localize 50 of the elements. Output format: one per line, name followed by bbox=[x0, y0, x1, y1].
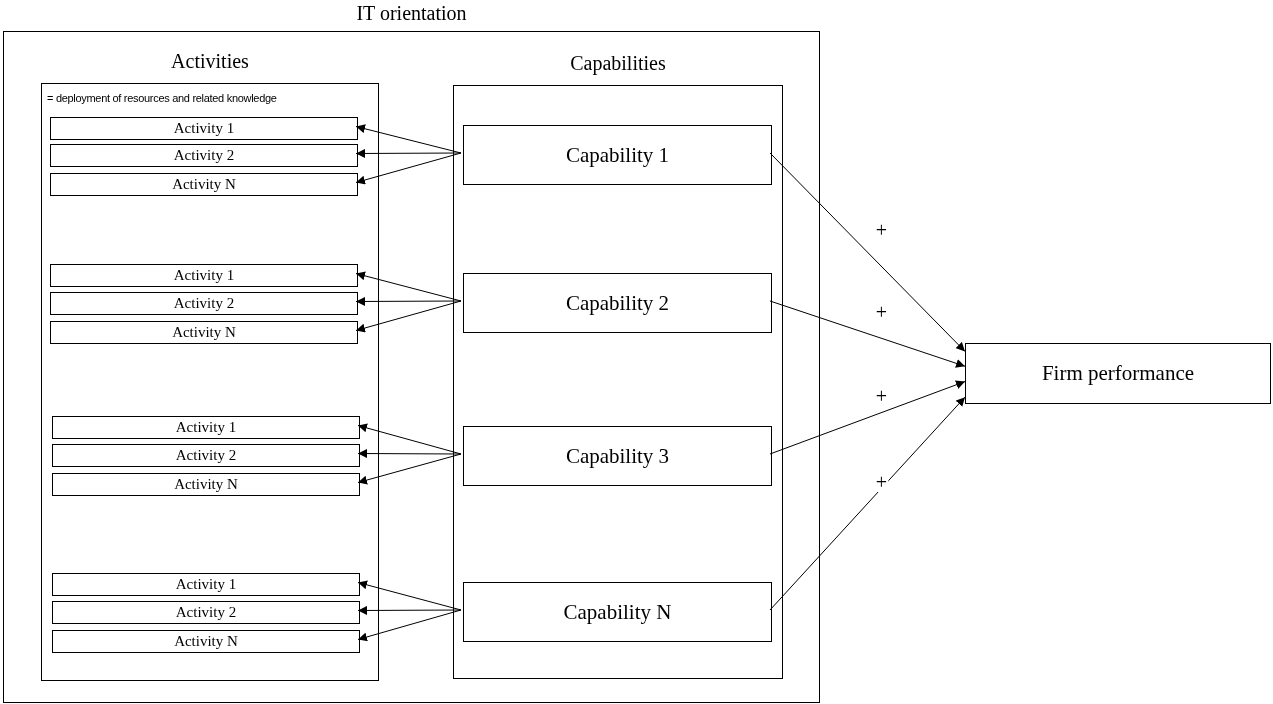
box-label: Capability 2 bbox=[565, 290, 670, 316]
activity-box bbox=[52, 601, 360, 624]
arrow bbox=[355, 271, 462, 302]
arrow bbox=[355, 152, 462, 185]
arrow bbox=[357, 580, 462, 611]
box-label: Activity 2 bbox=[175, 604, 237, 621]
process-box bbox=[463, 426, 772, 486]
box-label: Activity 2 bbox=[173, 147, 235, 164]
activity-box bbox=[50, 321, 358, 344]
activity-box bbox=[50, 264, 358, 287]
box-label: Activity N bbox=[174, 476, 238, 493]
activity-box bbox=[52, 444, 360, 467]
activity-box bbox=[52, 473, 360, 496]
activity-box bbox=[52, 630, 360, 653]
group-heading: Activities bbox=[171, 50, 249, 73]
group-heading: IT orientation bbox=[356, 2, 467, 25]
activity-box bbox=[50, 292, 358, 315]
definition-note: = deployment of resources and related knowledge bbox=[47, 92, 277, 104]
process-box bbox=[463, 273, 772, 333]
box-label: Firm performance bbox=[1041, 361, 1195, 386]
box-label: Activity 1 bbox=[175, 576, 237, 593]
activity-box bbox=[50, 117, 358, 140]
box-label: Activity 1 bbox=[175, 419, 237, 436]
activity-box bbox=[52, 573, 360, 596]
process-box bbox=[965, 343, 1271, 404]
arrow bbox=[357, 449, 462, 459]
activity-box bbox=[50, 173, 358, 196]
process-box bbox=[463, 125, 772, 185]
arrow bbox=[769, 152, 966, 352]
arrow bbox=[769, 300, 966, 368]
arrow bbox=[357, 453, 462, 485]
process-box bbox=[463, 582, 772, 642]
group-heading: Capabilities bbox=[570, 52, 666, 75]
box-label: Capability N bbox=[563, 599, 672, 625]
box-label: Activity 2 bbox=[173, 295, 235, 312]
arrow bbox=[357, 609, 462, 642]
activity-box bbox=[50, 144, 358, 167]
box-label: Capability 1 bbox=[565, 142, 670, 168]
box-label: Capability 3 bbox=[565, 443, 670, 469]
arrow bbox=[355, 300, 462, 333]
arrow bbox=[769, 380, 966, 455]
box-label: Activity 2 bbox=[175, 447, 237, 464]
box-label: Activity N bbox=[172, 176, 236, 193]
arrow bbox=[355, 124, 462, 154]
box-label: Activity N bbox=[174, 633, 238, 650]
box-label: Activity N bbox=[172, 324, 236, 341]
box-label: Activity 1 bbox=[173, 267, 235, 284]
box-label: Activity 1 bbox=[173, 120, 235, 137]
arrow bbox=[769, 396, 966, 611]
activity-box bbox=[52, 416, 360, 439]
